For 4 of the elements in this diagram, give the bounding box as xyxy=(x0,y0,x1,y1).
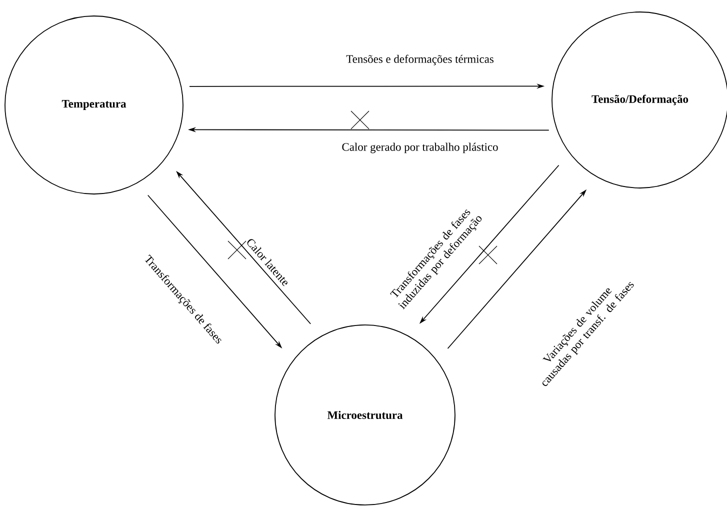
circle-node: Microestrutura xyxy=(274,324,456,506)
circle-node: Temperatura xyxy=(4,16,184,194)
edge-label: Tensões e deformações térmicas xyxy=(346,54,494,66)
edge-label: Calor gerado por trabalho plástico xyxy=(342,142,498,154)
